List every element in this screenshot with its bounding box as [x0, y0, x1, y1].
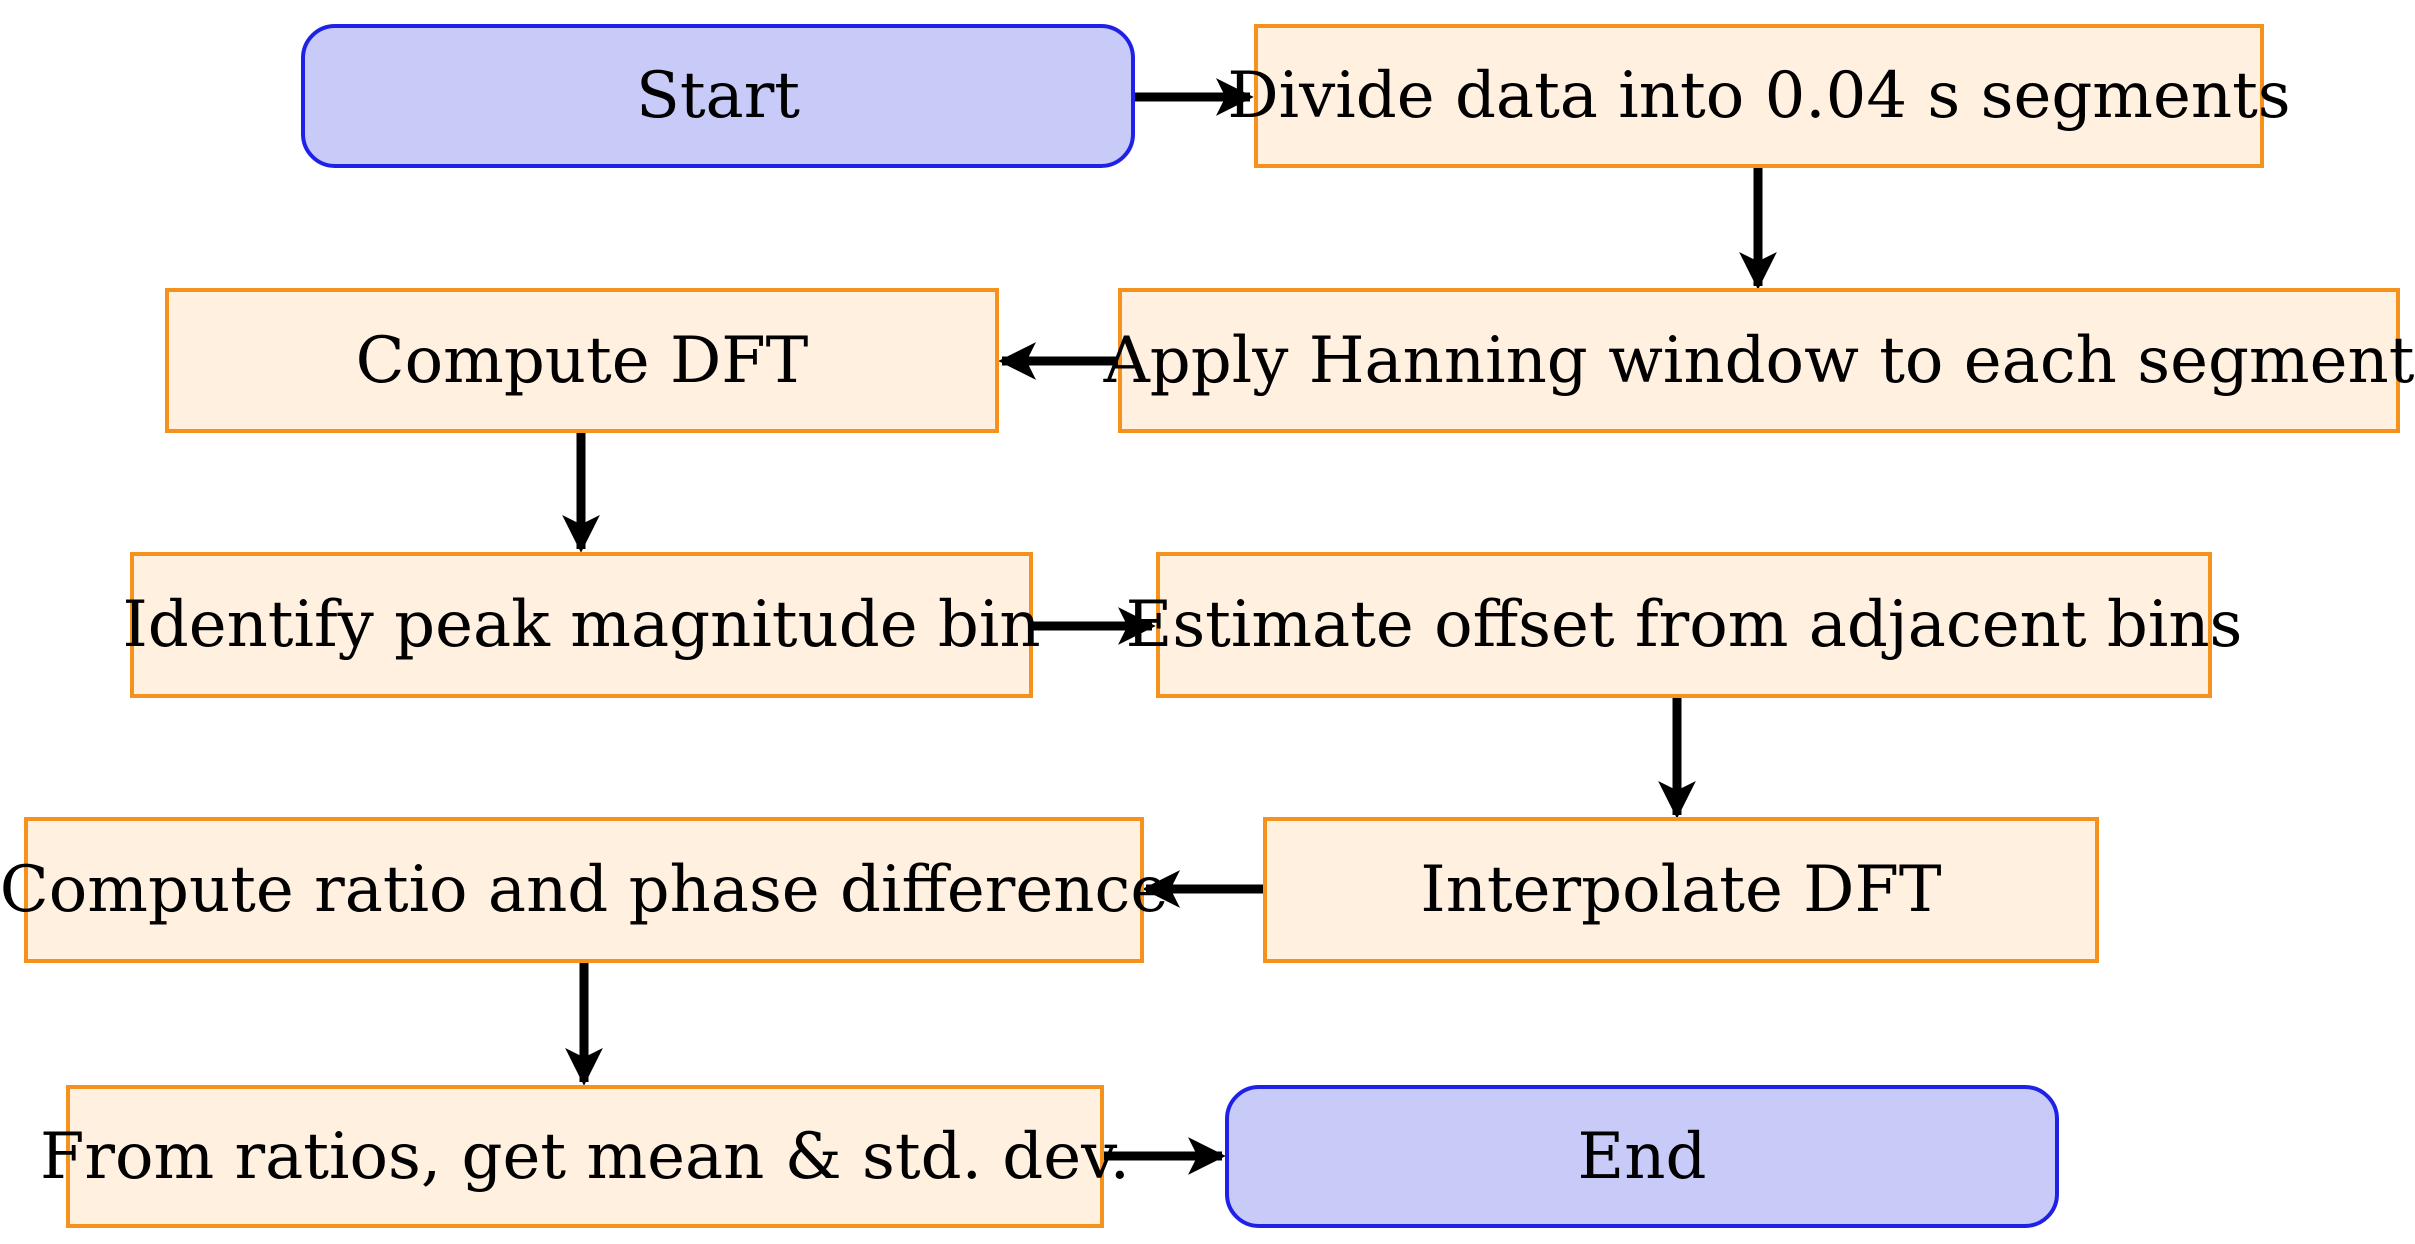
ratio-phase-node: Compute ratio and phase difference	[0, 817, 1168, 963]
start-label: Start	[635, 59, 801, 133]
compute-dft-label: Compute DFT	[355, 323, 809, 398]
hanning-window-node: Apply Hanning window to each segment	[1104, 288, 2414, 433]
mean-std-label: From ratios, get mean & std. dev.	[39, 1119, 1131, 1194]
start-node: Start	[301, 24, 1135, 168]
interpolate-dft-node: Interpolate DFT	[1263, 817, 2099, 963]
estimate-offset-label: Estimate offset from adjacent bins	[1125, 588, 2243, 662]
ratio-phase-label: Compute ratio and phase difference	[0, 853, 1169, 927]
divide-segments-node: Divide data into 0.04 s segments	[1227, 24, 2291, 168]
interpolate-dft-label: Interpolate DFT	[1420, 853, 1942, 927]
end-node: End	[1225, 1085, 2059, 1228]
hanning-window-label: Apply Hanning window to each segment	[1103, 323, 2415, 398]
estimate-offset-node: Estimate offset from adjacent bins	[1126, 552, 2242, 698]
mean-std-node: From ratios, get mean & std. dev.	[40, 1085, 1130, 1228]
compute-dft-node: Compute DFT	[165, 288, 999, 433]
end-label: End	[1577, 1119, 1707, 1194]
identify-peak-node: Identify peak magnitude bin	[122, 552, 1041, 698]
identify-peak-label: Identify peak magnitude bin	[122, 588, 1041, 662]
divide-segments-label: Divide data into 0.04 s segments	[1227, 59, 2291, 133]
